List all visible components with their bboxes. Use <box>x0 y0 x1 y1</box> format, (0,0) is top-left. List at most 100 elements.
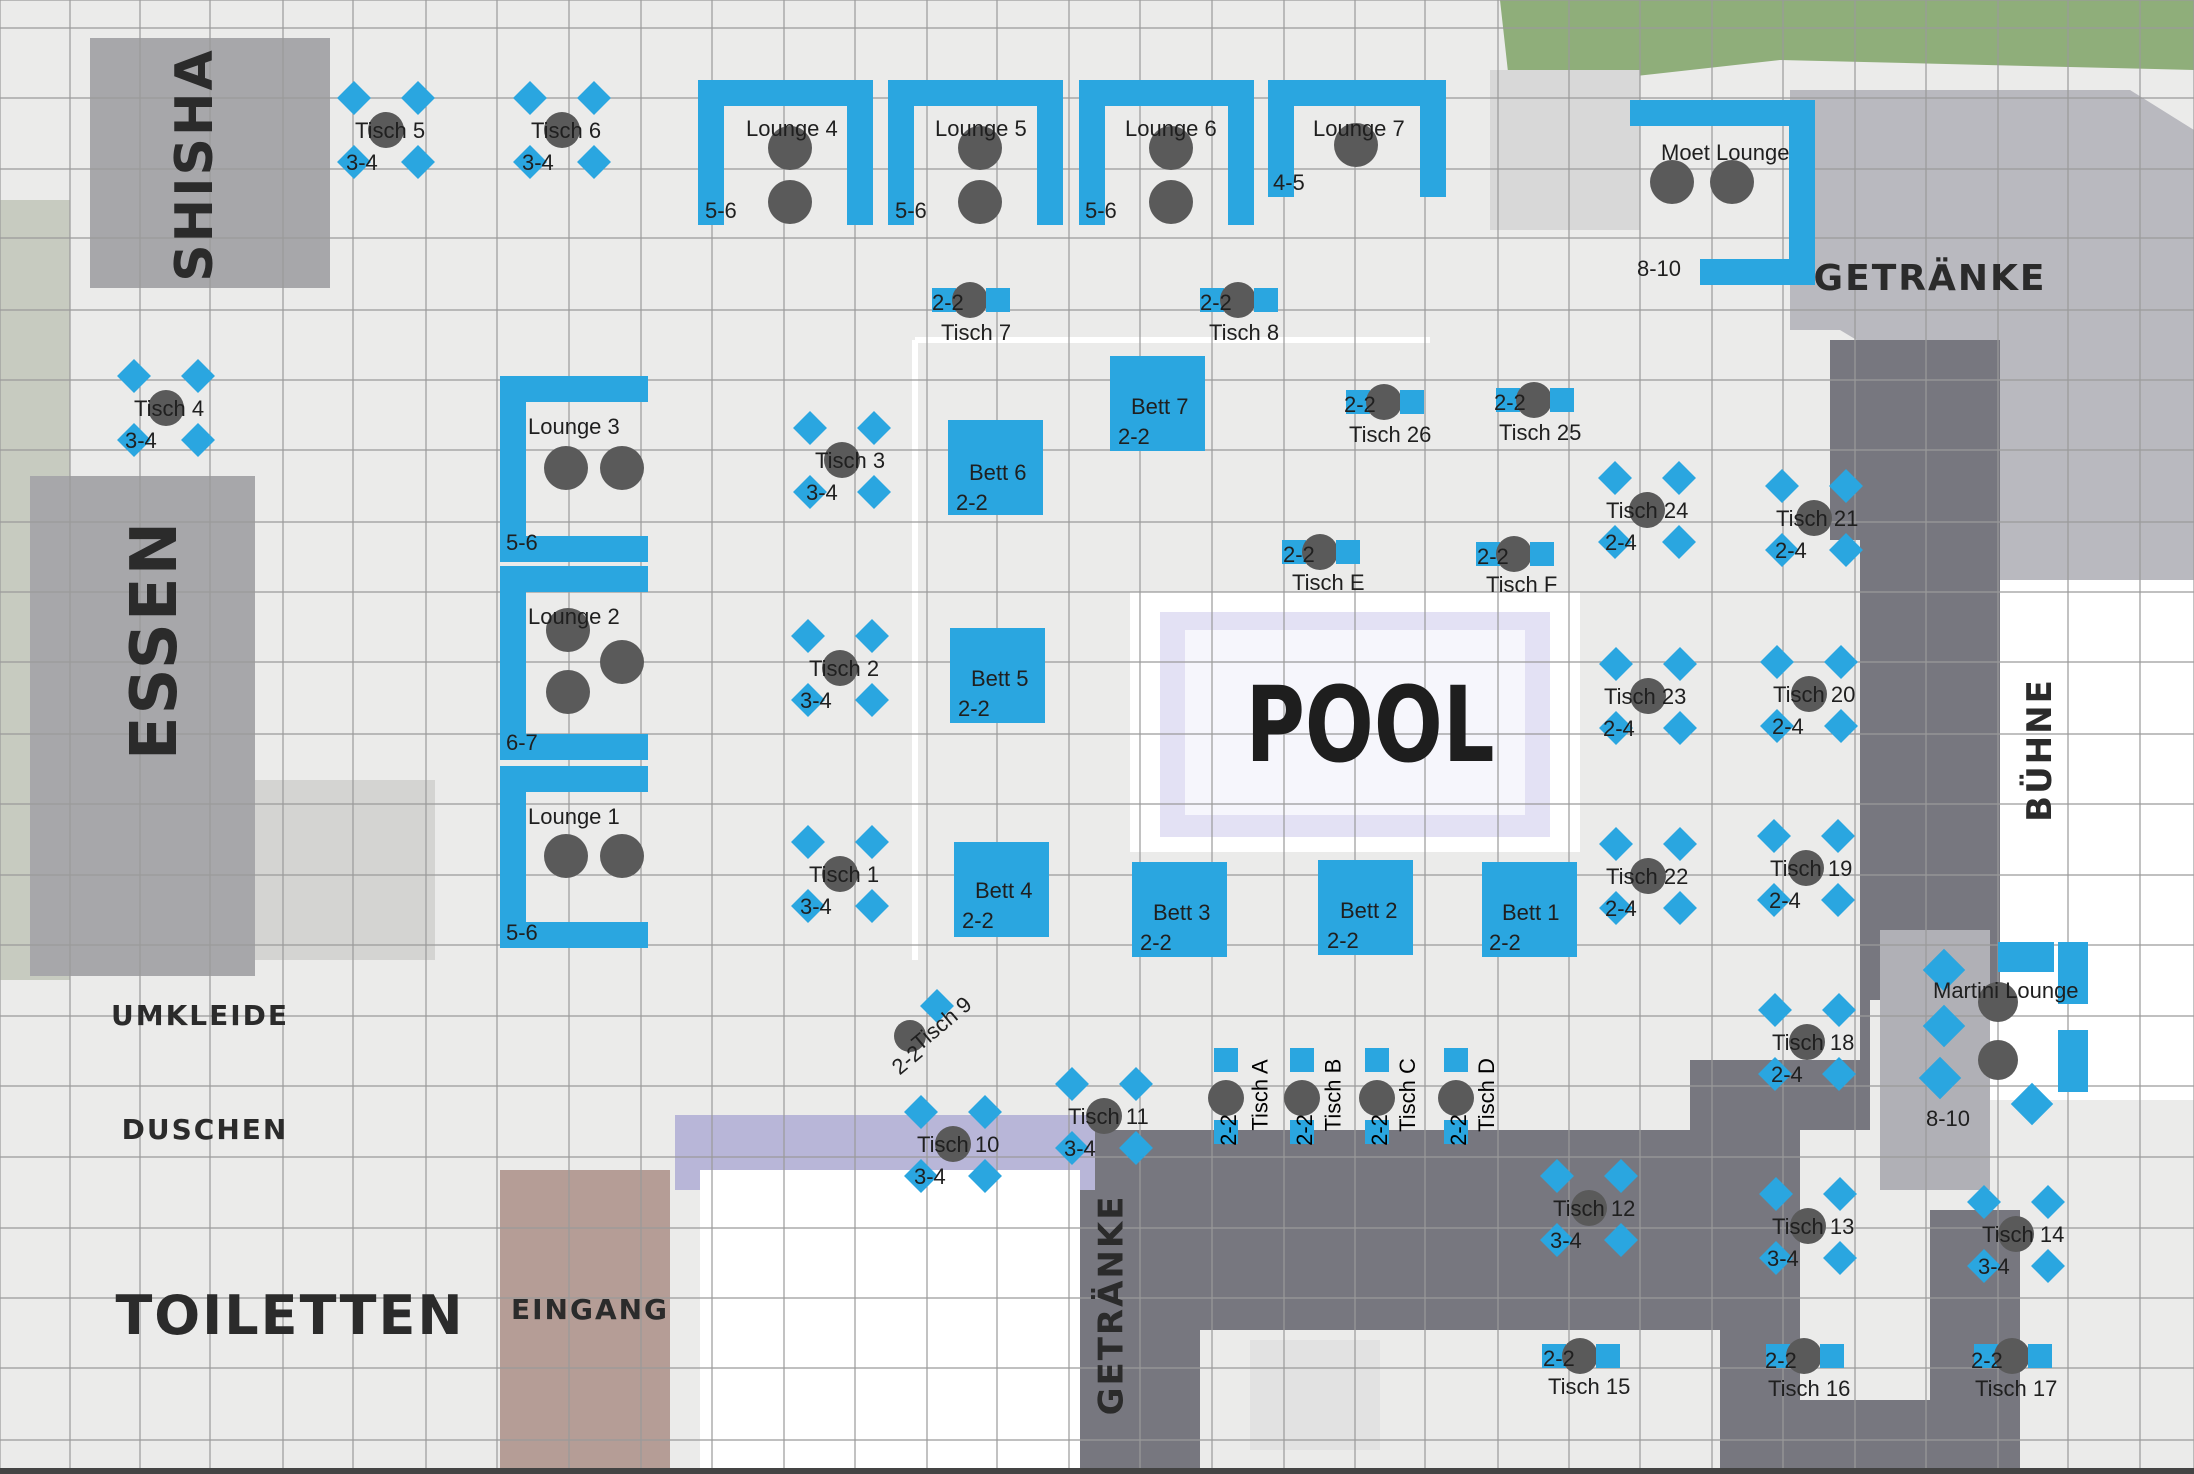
tisch-24-label[interactable]: Tisch 24 <box>1606 498 1689 523</box>
tisch-17-label[interactable]: Tisch 17 <box>1975 1376 2058 1401</box>
tisch-d-label[interactable]: Tisch D <box>1474 1058 1499 1132</box>
lounge-2-table-1 <box>546 608 590 652</box>
tisch-5-label[interactable]: Tisch 5 <box>355 118 426 143</box>
tisch-20-chair-3 <box>1824 709 1858 743</box>
bett-3-label[interactable]: Bett 3 <box>1153 900 1211 925</box>
lounge-6-seating <box>1079 80 1254 225</box>
garden-area <box>1500 0 2194 90</box>
bett-1-label[interactable]: Bett 1 <box>1502 900 1560 925</box>
umkleide-label: UMKLEIDE <box>110 998 290 1032</box>
tisch-7-label[interactable]: Tisch 7 <box>941 320 1012 345</box>
tisch-1-label[interactable]: Tisch 1 <box>809 862 880 887</box>
tisch-10-table <box>935 1126 971 1162</box>
tisch-26-chair-2 <box>1400 390 1424 414</box>
tisch-1-chair-3 <box>855 889 889 923</box>
tisch-b-chair-2 <box>1290 1120 1314 1144</box>
tisch-11-capacity: 3-4 <box>1064 1136 1096 1161</box>
lounge-4-label[interactable]: Lounge 4 <box>746 116 838 141</box>
lounge-5-label[interactable]: Lounge 5 <box>935 116 1027 141</box>
lounge-6-table-2 <box>1149 180 1193 224</box>
lounge-2-label[interactable]: Lounge 2 <box>528 604 620 629</box>
lounge-2-seating <box>500 566 648 760</box>
tisch-2-chair-3 <box>855 683 889 717</box>
tisch-3-chair-1 <box>857 411 891 445</box>
tisch-6-capacity: 3-4 <box>522 150 554 175</box>
lounge-2-table-2 <box>600 640 644 684</box>
tisch-10-label[interactable]: Tisch 10 <box>917 1132 1000 1157</box>
bett-7-label[interactable]: Bett 7 <box>1131 394 1189 419</box>
lounge-4-table-2 <box>768 180 812 224</box>
lounge-1-table-1 <box>544 834 588 878</box>
tisch-2-label[interactable]: Tisch 2 <box>809 656 880 681</box>
martini-sofa-3 <box>2058 1030 2088 1092</box>
tisch-16-table <box>1786 1338 1822 1374</box>
martini-lounge-label[interactable]: Martini Lounge <box>1933 978 2079 1003</box>
tisch-15-capacity: 2-2 <box>1543 1346 1575 1371</box>
tisch-16-label[interactable]: Tisch 16 <box>1768 1376 1851 1401</box>
lounge-6-capacity: 5-6 <box>1085 198 1117 223</box>
tisch-4-capacity: 3-4 <box>125 428 157 453</box>
tisch-5-chair-3 <box>401 145 435 179</box>
tisch-11-chair-3 <box>1119 1131 1153 1165</box>
tisch-11-label[interactable]: Tisch 11 <box>1068 1104 1149 1129</box>
tisch-19-label[interactable]: Tisch 19 <box>1770 856 1853 881</box>
tisch-22-chair-2 <box>1599 891 1633 925</box>
tisch-24-chair-0 <box>1598 461 1632 495</box>
martini-seat-3 <box>2010 1082 2054 1126</box>
tisch-20-chair-0 <box>1760 645 1794 679</box>
bett-5-label[interactable]: Bett 5 <box>971 666 1029 691</box>
tisch-25-label[interactable]: Tisch 25 <box>1499 420 1582 445</box>
eingang-path <box>500 1170 670 1474</box>
bett-4-label[interactable]: Bett 4 <box>975 878 1033 903</box>
tisch-b-label[interactable]: Tisch B <box>1320 1058 1345 1132</box>
tisch-6-label[interactable]: Tisch 6 <box>531 118 602 143</box>
tisch-20-label[interactable]: Tisch 20 <box>1773 682 1856 707</box>
tisch-12-label[interactable]: Tisch 12 <box>1553 1196 1636 1221</box>
lounge-3-seating <box>500 376 648 562</box>
tisch-14-capacity: 3-4 <box>1978 1254 2010 1279</box>
tisch-12-capacity: 3-4 <box>1550 1228 1582 1253</box>
lounge-6-label[interactable]: Lounge 6 <box>1125 116 1217 141</box>
tisch-d-capacity: 2-2 <box>1446 1114 1472 1146</box>
lounge-4-seating <box>698 80 873 225</box>
tisch-a-capacity: 2-2 <box>1216 1114 1242 1146</box>
tisch-26-label[interactable]: Tisch 26 <box>1349 422 1432 447</box>
tisch-14-label[interactable]: Tisch 14 <box>1982 1222 2065 1247</box>
tisch-e-chair-2 <box>1336 540 1360 564</box>
lounge-1-label[interactable]: Lounge 1 <box>528 804 620 829</box>
martini-lounge-table-1 <box>1978 982 2018 1022</box>
tisch-4-label[interactable]: Tisch 4 <box>134 396 205 421</box>
bett-2-bed <box>1318 860 1413 955</box>
getraenke-bar-top-label: GETRÄNKE <box>1813 257 2047 299</box>
tisch-22-label[interactable]: Tisch 22 <box>1606 864 1689 889</box>
moet-lounge-capacity: 8-10 <box>1637 256 1682 281</box>
lounge-5-seating <box>888 80 1063 225</box>
tisch-3-capacity: 3-4 <box>806 480 838 505</box>
tisch-e-label[interactable]: Tisch E <box>1292 570 1365 595</box>
tisch-13-label[interactable]: Tisch 13 <box>1772 1214 1855 1239</box>
tisch-11-chair-2 <box>1055 1131 1089 1165</box>
lounge-3-table-2 <box>600 446 644 490</box>
tisch-a-label[interactable]: Tisch A <box>1248 1059 1274 1131</box>
tisch-22-table <box>1630 858 1666 894</box>
tisch-13-chair-1 <box>1823 1177 1857 1211</box>
tisch-3-label[interactable]: Tisch 3 <box>815 448 886 473</box>
bett-6-label[interactable]: Bett 6 <box>969 460 1027 485</box>
tisch-18-label[interactable]: Tisch 18 <box>1772 1030 1855 1055</box>
moet-lounge-label[interactable]: Moet Lounge <box>1661 140 1790 165</box>
tisch-21-label[interactable]: Tisch 21 <box>1776 506 1859 531</box>
tisch-15-label[interactable]: Tisch 15 <box>1548 1374 1631 1399</box>
tisch-23-label[interactable]: Tisch 23 <box>1604 684 1687 709</box>
bett-2-label[interactable]: Bett 2 <box>1340 898 1398 923</box>
lounge-3-label[interactable]: Lounge 3 <box>528 414 620 439</box>
tisch-8-label[interactable]: Tisch 8 <box>1209 320 1280 345</box>
lounge-7-label[interactable]: Lounge 7 <box>1313 116 1405 141</box>
martini-lounge-capacity: 8-10 <box>1926 1106 1971 1131</box>
tisch-f-label[interactable]: Tisch F <box>1486 572 1558 597</box>
getraenke-bar-bottom-label: GETRÄNKE <box>1091 1194 1132 1416</box>
tisch-24-table <box>1629 492 1665 528</box>
tisch-c-label[interactable]: Tisch C <box>1395 1058 1420 1132</box>
tisch-1-chair-0 <box>791 825 825 859</box>
tisch-17-capacity: 2-2 <box>1971 1348 2003 1373</box>
